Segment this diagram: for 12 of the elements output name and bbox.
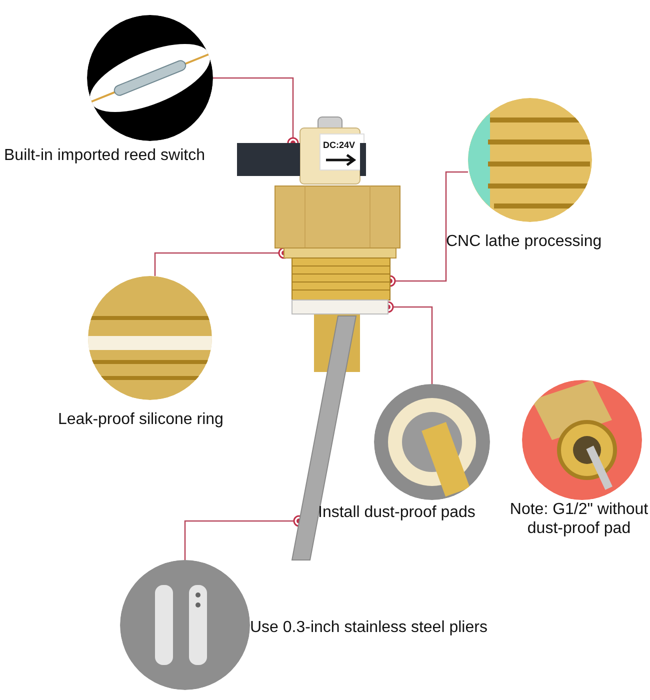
voltage-label: DC:24V [323,140,356,150]
callout-caption: Note: G1/2" without dust-proof pad [508,500,650,538]
cable-drawing [237,143,366,176]
seal-band [284,248,396,258]
dust-pad [292,300,388,314]
callout-caption: Use 0.3-inch stainless steel pliers [250,618,488,637]
thread-drawing [292,258,390,300]
steel-blade-drawing [291,316,357,560]
callout-caption: Install dust-proof pads [318,503,476,522]
callout-caption: Built-in imported reed switch [4,146,206,165]
callout-caption: Leak-proof silicone ring [58,410,224,429]
callout-caption: CNC lathe processing [446,232,603,251]
